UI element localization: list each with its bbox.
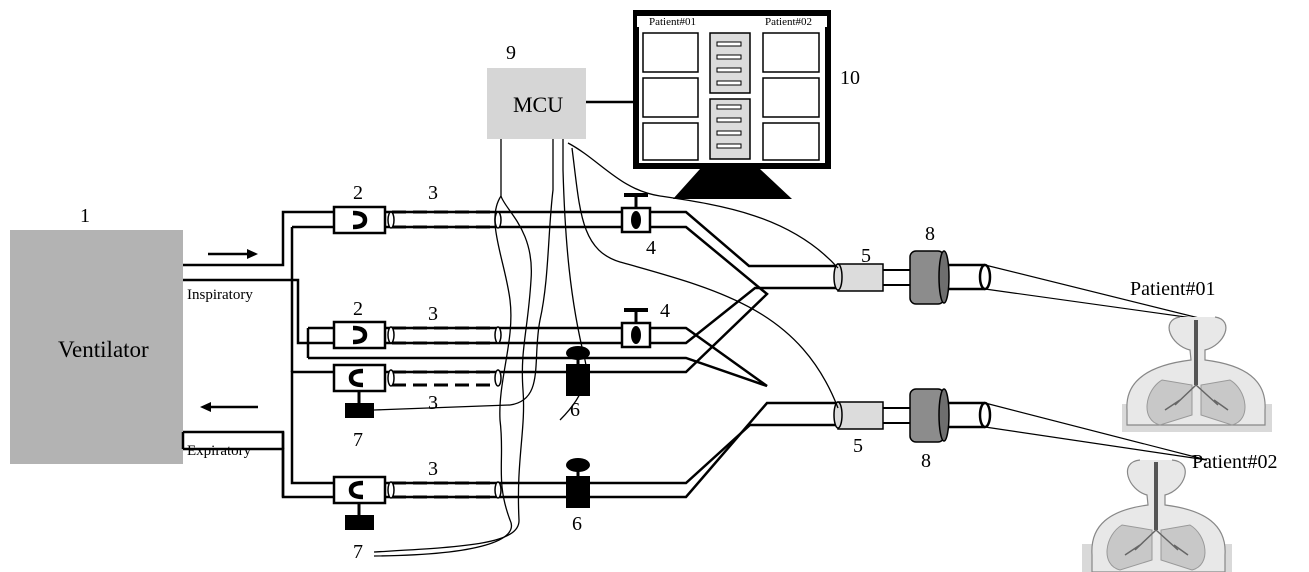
sensor-number-1: 2 <box>353 182 363 204</box>
patient-2-label: Patient#02 <box>1192 451 1278 473</box>
patient-1-label: Patient#01 <box>1130 278 1216 300</box>
flow-sensor-2 <box>332 320 387 350</box>
dashed-tubes <box>392 210 495 499</box>
actuator-1 <box>345 391 374 418</box>
filter-number-2: 5 <box>853 435 863 457</box>
mcu-label: MCU <box>513 92 563 117</box>
tube-number-2: 3 <box>428 303 438 325</box>
filter-1 <box>833 263 884 292</box>
ventilator-label: Ventilator <box>58 337 149 362</box>
actuator-number-1: 7 <box>353 429 363 451</box>
patient-tubing <box>946 263 1208 461</box>
sensor-number-2: 2 <box>353 298 363 320</box>
expiratory-arrow <box>200 402 258 412</box>
tube-ends <box>387 211 502 499</box>
filter-number-1: 5 <box>861 245 871 267</box>
hme-2 <box>909 388 950 443</box>
tube-number-4: 3 <box>428 458 438 480</box>
mcu-box <box>487 68 586 139</box>
filter-2 <box>833 401 884 430</box>
weight-valve-number-1: 6 <box>570 399 580 421</box>
inspiratory-label: Inspiratory <box>187 287 253 303</box>
flow-sensor-3 <box>332 363 387 393</box>
weight-valve-2 <box>566 458 590 508</box>
actuator-2 <box>345 503 374 530</box>
monitor-number: 10 <box>840 67 860 89</box>
inspiratory-arrow <box>208 249 258 259</box>
ventilator-box <box>10 230 183 464</box>
tubing <box>181 210 838 499</box>
valve-2 <box>620 308 652 349</box>
hme-1 <box>909 250 950 305</box>
flow-sensor-1 <box>332 205 387 235</box>
valve-number-1: 4 <box>646 237 656 259</box>
patient-1-figure <box>1122 316 1272 432</box>
signal-wires <box>373 139 839 557</box>
ventilator-number: 1 <box>80 205 90 227</box>
mcu-number: 9 <box>506 42 516 64</box>
patient-2-figure <box>1082 459 1232 572</box>
monitor-patient-left: Patient#01 <box>649 16 696 28</box>
monitor <box>633 10 831 199</box>
actuator-number-2: 7 <box>353 541 363 563</box>
monitor-patient-right: Patient#02 <box>765 16 812 28</box>
tube-number-1: 3 <box>428 182 438 204</box>
expiratory-label: Expiratory <box>187 443 252 459</box>
valve-1 <box>620 193 652 234</box>
flow-sensor-4 <box>332 475 387 505</box>
hme-number-1: 8 <box>925 223 935 245</box>
valve-number-2: 4 <box>660 300 670 322</box>
tube-number-3: 3 <box>428 392 438 414</box>
hme-number-2: 8 <box>921 450 931 472</box>
weight-valve-number-2: 6 <box>572 513 582 535</box>
